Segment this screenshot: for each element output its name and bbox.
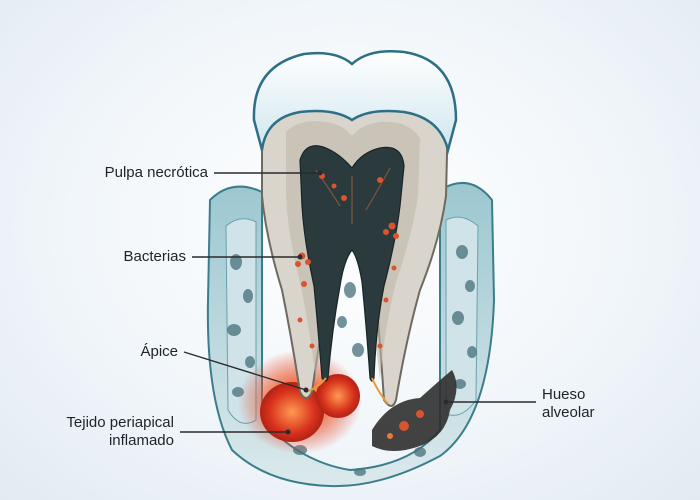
label-bacteria: Bacterias — [123, 248, 186, 265]
leader-lines — [180, 172, 536, 433]
bone-lesion — [372, 370, 457, 451]
enamel — [252, 50, 458, 155]
leader-apice — [183, 351, 307, 391]
label-bone-line2: alveolar — [542, 404, 595, 421]
label-apex: Ápice — [140, 343, 178, 360]
inflamed-periapical-tissue — [238, 350, 362, 454]
necrotic-pulp — [299, 145, 405, 405]
label-inflamed-periapical-tissue: Tejido periapical inflamado — [66, 414, 174, 450]
label-bone-line1: Hueso — [542, 386, 586, 403]
label-inflamed-line1: Tejido periapical — [66, 414, 174, 431]
label-necrotic-pulp: Pulpa necrótica — [104, 164, 208, 181]
label-alveolar-bone: Hueso alveolar — [542, 386, 595, 422]
label-inflamed-line2: inflamado — [108, 432, 174, 449]
